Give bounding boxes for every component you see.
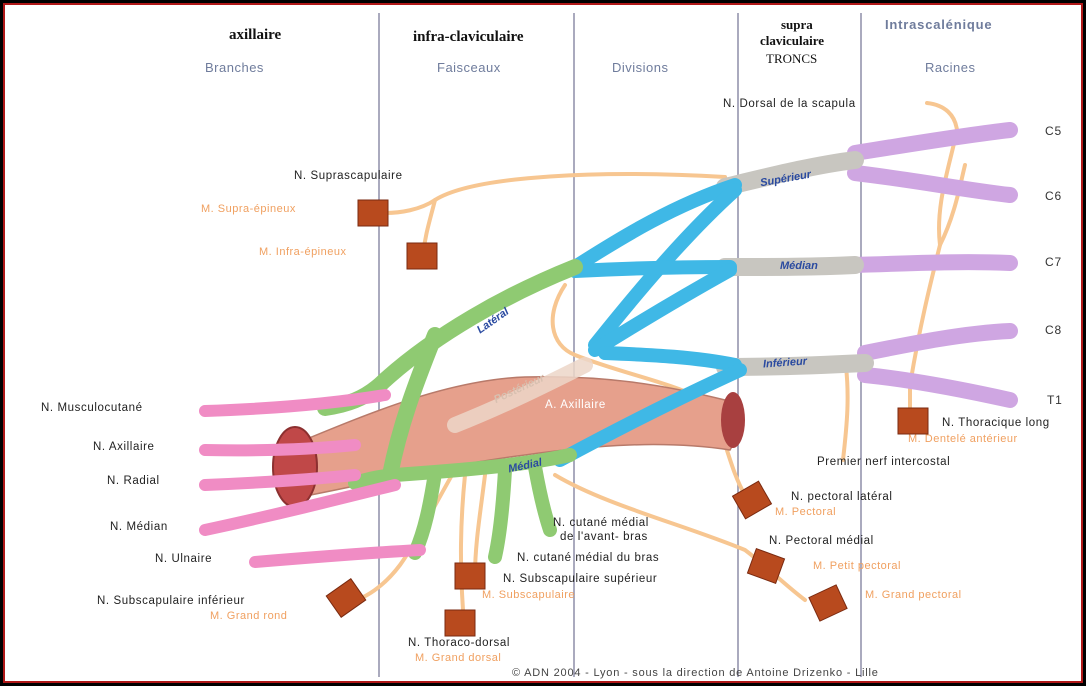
- label-infra-epineux: M. Infra-épineux: [259, 246, 347, 258]
- muscle-square-grand-pectoral: [808, 584, 848, 622]
- label-grand-rond: M. Grand rond: [210, 610, 288, 622]
- label-pectoral-medial: N. Pectoral médial: [769, 535, 874, 547]
- muscle-square-dentele: [897, 407, 929, 435]
- branch-radial: [199, 469, 361, 491]
- muscle-squares: [325, 199, 929, 637]
- label-axillaire: N. Axillaire: [93, 441, 155, 453]
- label-dentele: M. Dentelé antérieur: [908, 433, 1018, 445]
- nerve-suprascapulaire: [383, 172, 727, 215]
- root-t1: [857, 367, 1018, 408]
- nerve-thoraco-dorsal: [458, 473, 467, 612]
- label-thoracique-long: N. Thoracique long: [942, 417, 1050, 429]
- div-sup-ant: [568, 178, 742, 274]
- label-petit-pectoral: M. Petit pectoral: [813, 560, 901, 572]
- div-inf-post: [598, 346, 742, 372]
- nerve-dorsal-scapula: [925, 101, 959, 132]
- label-ulnaire: N. Ulnaire: [155, 553, 213, 565]
- label-suprascapulaire: N. Suprascapulaire: [294, 170, 403, 182]
- label-subscap-inferieur: N. Subscapulaire inférieur: [97, 595, 245, 607]
- label-musculocutane: N. Musculocutané: [41, 402, 143, 414]
- label-subscap-superieur: N. Subscapulaire supérieur: [503, 573, 658, 585]
- muscle-square-grand-rond: [325, 578, 367, 618]
- artery-cut-end: [272, 426, 318, 508]
- subheader-racines: Racines: [925, 60, 976, 75]
- subheader-faisceaux: Faisceaux: [437, 60, 501, 75]
- label-cutane-avant-bras-2: de l'avant- bras: [560, 531, 648, 543]
- header-supra-line1: supra: [781, 17, 813, 32]
- nerve-subscapulaire-superieur: [473, 473, 487, 577]
- label-cutane-bras: N. cutané médial du bras: [517, 552, 660, 564]
- header-supra-line2: claviculaire: [760, 33, 825, 48]
- artery-distal-end: [721, 392, 745, 448]
- label-dorsal-scapula: N. Dorsal de la scapula: [723, 98, 856, 110]
- root-label-c7: C7: [1045, 255, 1062, 269]
- muscle-square-petit-pectoral: [746, 548, 786, 584]
- root-c8: [857, 323, 1018, 361]
- root-c6: [847, 165, 1018, 203]
- roots: [847, 122, 1018, 408]
- label-thoraco-dorsal: N. Thoraco-dorsal: [408, 637, 511, 649]
- label-premier-intercostal: Premier nerf intercostal: [817, 456, 951, 468]
- root-label-t1: T1: [1047, 393, 1063, 407]
- cord-posterieur: [447, 357, 593, 433]
- root-c7: [847, 254, 1018, 273]
- div-med-post: [588, 263, 737, 357]
- column-dividers: [378, 13, 862, 677]
- muscle-square-subscapulaire: [454, 562, 486, 590]
- trunk-median: [716, 256, 864, 276]
- label-radial: N. Radial: [107, 475, 160, 487]
- label-median: N. Médian: [110, 521, 168, 533]
- subheader-branches: Branches: [205, 60, 264, 75]
- muscle-square-infra-epineux: [406, 242, 438, 270]
- label-grand-dorsal: M. Grand dorsal: [415, 652, 502, 664]
- header-intrascalenique: Intrascalénique: [885, 17, 993, 32]
- medial-to-ulnar: [408, 466, 442, 560]
- label-pectoral: M. Pectoral: [775, 506, 837, 518]
- div-med-ant: [568, 260, 737, 278]
- copyright: © ADN 2004 - Lyon - sous la direction de…: [512, 667, 879, 679]
- divisions: [553, 178, 747, 467]
- trunk-label-median: Médian: [780, 260, 818, 272]
- root-c5: [847, 122, 1018, 161]
- branch-ulnaire: [249, 544, 426, 568]
- subheader-divisions: Divisions: [612, 60, 669, 75]
- branch-musculocutane: [199, 389, 391, 417]
- nerve-thoracique-branch: [938, 163, 967, 247]
- header-troncs: TRONCS: [766, 51, 818, 66]
- root-label-c8: C8: [1045, 323, 1062, 337]
- artery-label: A. Axillaire: [545, 399, 606, 411]
- posterior-cord: [447, 357, 593, 433]
- label-cutane-avant-bras-1: N. cutané médial: [553, 517, 649, 529]
- header-infra-claviculaire: infra-claviculaire: [413, 29, 524, 45]
- cord-lateral-median-root: [382, 327, 443, 483]
- medial-cutane-bras: [488, 463, 512, 564]
- header-axillaire: axillaire: [229, 27, 282, 43]
- plexus-drawing: [199, 13, 1018, 677]
- medial-cutane-avant-bras: [528, 460, 557, 537]
- nerve-pectoral-medial: [553, 473, 807, 602]
- nerve-thoracique-long: [908, 128, 959, 417]
- muscle-square-grand-dorsal: [444, 609, 476, 637]
- muscle-square-pectoral: [731, 480, 773, 520]
- root-label-c5: C5: [1045, 124, 1062, 138]
- label-subscapulaire: M. Subscapulaire: [482, 589, 575, 601]
- div-inf-ant: [553, 363, 747, 467]
- branch-axillaire: [199, 439, 361, 457]
- label-pectoral-lateral: N. pectoral latéral: [791, 491, 893, 503]
- terminal-branches: [199, 389, 426, 568]
- branch-median: [199, 479, 401, 536]
- label-grand-pectoral: M. Grand pectoral: [865, 589, 962, 601]
- muscle-square-supra-epineux: [357, 199, 389, 227]
- root-label-c6: C6: [1045, 189, 1062, 203]
- label-supra-epineux: M. Supra-épineux: [201, 203, 296, 215]
- plexus-diagram-frame: axillaire infra-claviculaire supra clavi…: [3, 3, 1083, 683]
